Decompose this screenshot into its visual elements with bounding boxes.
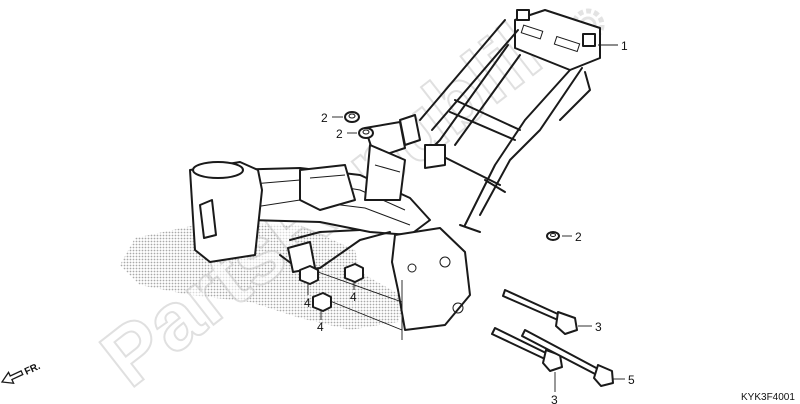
callouts: 1 2 2 2 3 3 4 4 4 5 [304, 39, 635, 404]
direction-indicator: FR. [0, 361, 42, 384]
nut-4b [344, 263, 364, 283]
bolt-3a [502, 289, 561, 321]
arrow-left-icon [0, 370, 24, 384]
callout-2c: 2 [575, 230, 582, 244]
nut-4a [299, 265, 319, 285]
callout-3b: 3 [551, 393, 558, 404]
callout-5: 5 [628, 373, 635, 387]
collar-2a [344, 111, 360, 123]
direction-label: FR. [23, 361, 42, 378]
small-parts [299, 111, 560, 312]
bolts [491, 289, 614, 387]
diagram-code: KYK3F4001 [741, 392, 795, 403]
callout-4a: 4 [304, 296, 311, 310]
callout-2a: 2 [321, 111, 328, 125]
callout-3a: 3 [595, 320, 602, 334]
callout-2b: 2 [336, 127, 343, 141]
main-frame [189, 9, 601, 331]
collar-2b [358, 127, 374, 139]
callout-4b: 4 [350, 290, 357, 304]
leader-lines [307, 44, 625, 392]
callout-4c: 4 [317, 320, 324, 334]
shadow-region [120, 222, 405, 330]
nut-4c [312, 292, 332, 312]
callout-1: 1 [621, 39, 628, 53]
